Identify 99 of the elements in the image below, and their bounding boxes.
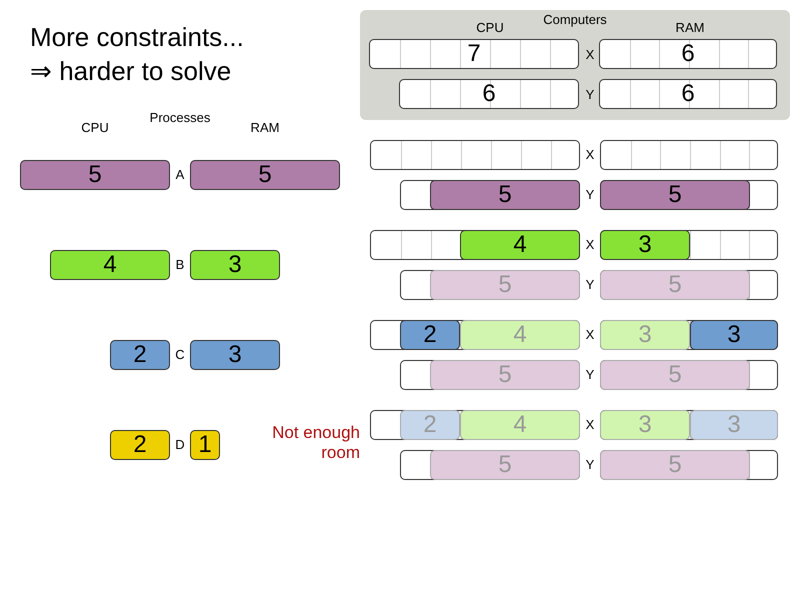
computer-label: Y bbox=[586, 277, 594, 292]
demand-value: 3 bbox=[228, 251, 242, 279]
demand-value: 5 bbox=[668, 181, 682, 209]
process-label: A bbox=[176, 167, 184, 182]
demand-value: 2 bbox=[133, 431, 147, 459]
capacity-bar bbox=[600, 450, 778, 480]
column-header: CPU bbox=[476, 20, 504, 35]
demand-value: 5 bbox=[668, 451, 682, 479]
demand-value: 5 bbox=[258, 161, 272, 189]
computer-label: Y bbox=[586, 367, 594, 382]
capacity-bar bbox=[399, 79, 579, 109]
process-bar bbox=[460, 230, 580, 260]
demand-value: 5 bbox=[498, 361, 512, 389]
process-bar bbox=[690, 320, 778, 350]
demand-value: 5 bbox=[498, 451, 512, 479]
process-bar bbox=[600, 450, 750, 480]
demand-value: 2 bbox=[423, 411, 437, 439]
demand-value: 3 bbox=[638, 231, 652, 259]
capacity-bar bbox=[370, 410, 580, 440]
capacity-bar bbox=[600, 270, 778, 300]
demand-value: 2 bbox=[423, 321, 437, 349]
process-bar bbox=[110, 430, 170, 460]
capacity-bar bbox=[400, 450, 580, 480]
process-bar bbox=[20, 160, 170, 190]
demand-value: 3 bbox=[228, 341, 242, 369]
computers-panel bbox=[360, 10, 790, 120]
process-bar bbox=[50, 250, 170, 280]
process-label: C bbox=[175, 347, 185, 362]
group-header: Processes bbox=[150, 110, 210, 125]
process-bar bbox=[430, 180, 580, 210]
demand-value: 3 bbox=[727, 411, 741, 439]
demand-value: 4 bbox=[513, 321, 527, 349]
process-bar bbox=[430, 360, 580, 390]
computer-label: X bbox=[586, 417, 594, 432]
capacity-bar bbox=[600, 320, 778, 350]
capacity-bar bbox=[600, 360, 778, 390]
demand-value: 4 bbox=[513, 231, 527, 259]
column-header: CPU bbox=[81, 120, 109, 135]
process-bar bbox=[600, 320, 690, 350]
capacity-bar bbox=[400, 270, 580, 300]
computer-label: X bbox=[586, 47, 594, 62]
demand-value: 3 bbox=[638, 411, 652, 439]
capacity-bar bbox=[369, 39, 579, 69]
process-label: D bbox=[175, 437, 185, 452]
process-bar bbox=[600, 360, 750, 390]
capacity-bar bbox=[400, 360, 580, 390]
capacity-bar bbox=[599, 39, 777, 69]
demand-value: 5 bbox=[668, 361, 682, 389]
process-bar bbox=[600, 410, 690, 440]
slide-title: More constraints... ⇒ harder to solve bbox=[30, 21, 245, 88]
process-bar bbox=[110, 340, 170, 370]
capacity-bar bbox=[370, 320, 580, 350]
capacity-bar bbox=[370, 140, 580, 170]
computer-label: Y bbox=[586, 87, 594, 102]
demand-value: 5 bbox=[498, 271, 512, 299]
process-bar bbox=[400, 410, 460, 440]
process-bar bbox=[690, 410, 778, 440]
process-bar bbox=[190, 340, 280, 370]
demand-value: 5 bbox=[88, 161, 102, 189]
process-bar bbox=[190, 430, 220, 460]
capacity-bar bbox=[370, 230, 580, 260]
capacity-value: 7 bbox=[467, 40, 481, 68]
process-bar bbox=[460, 410, 580, 440]
computer-label: X bbox=[586, 327, 594, 342]
demand-value: 4 bbox=[513, 411, 527, 439]
process-bar bbox=[430, 270, 580, 300]
panel-title: Computers bbox=[542, 12, 608, 27]
capacity-value: 6 bbox=[681, 80, 695, 108]
demand-value: 5 bbox=[668, 271, 682, 299]
capacity-bar bbox=[600, 410, 778, 440]
process-bar bbox=[600, 270, 750, 300]
process-bar bbox=[190, 250, 280, 280]
computer-label: Y bbox=[586, 187, 594, 202]
warning-note: Not enough room bbox=[271, 423, 360, 463]
column-header: RAM bbox=[676, 20, 704, 35]
process-bar bbox=[430, 450, 580, 480]
process-bar bbox=[400, 320, 460, 350]
capacity-bar bbox=[599, 79, 777, 109]
process-bar bbox=[600, 180, 750, 210]
computer-label: X bbox=[586, 147, 594, 162]
demand-value: 1 bbox=[198, 431, 212, 459]
capacity-bar bbox=[600, 140, 778, 170]
demand-value: 3 bbox=[638, 321, 652, 349]
demand-value: 4 bbox=[103, 251, 117, 279]
process-label: B bbox=[176, 257, 184, 272]
computer-label: X bbox=[586, 237, 594, 252]
column-header: RAM bbox=[250, 120, 280, 135]
process-bar bbox=[460, 320, 580, 350]
capacity-value: 6 bbox=[681, 40, 695, 68]
process-bar bbox=[190, 160, 340, 190]
demand-value: 3 bbox=[727, 321, 741, 349]
capacity-bar bbox=[400, 180, 580, 210]
capacity-bar bbox=[600, 230, 778, 260]
computer-label: Y bbox=[586, 457, 594, 472]
capacity-value: 6 bbox=[482, 80, 496, 108]
process-bar bbox=[600, 230, 690, 260]
demand-value: 2 bbox=[133, 341, 147, 369]
capacity-bar bbox=[600, 180, 778, 210]
demand-value: 5 bbox=[498, 181, 512, 209]
